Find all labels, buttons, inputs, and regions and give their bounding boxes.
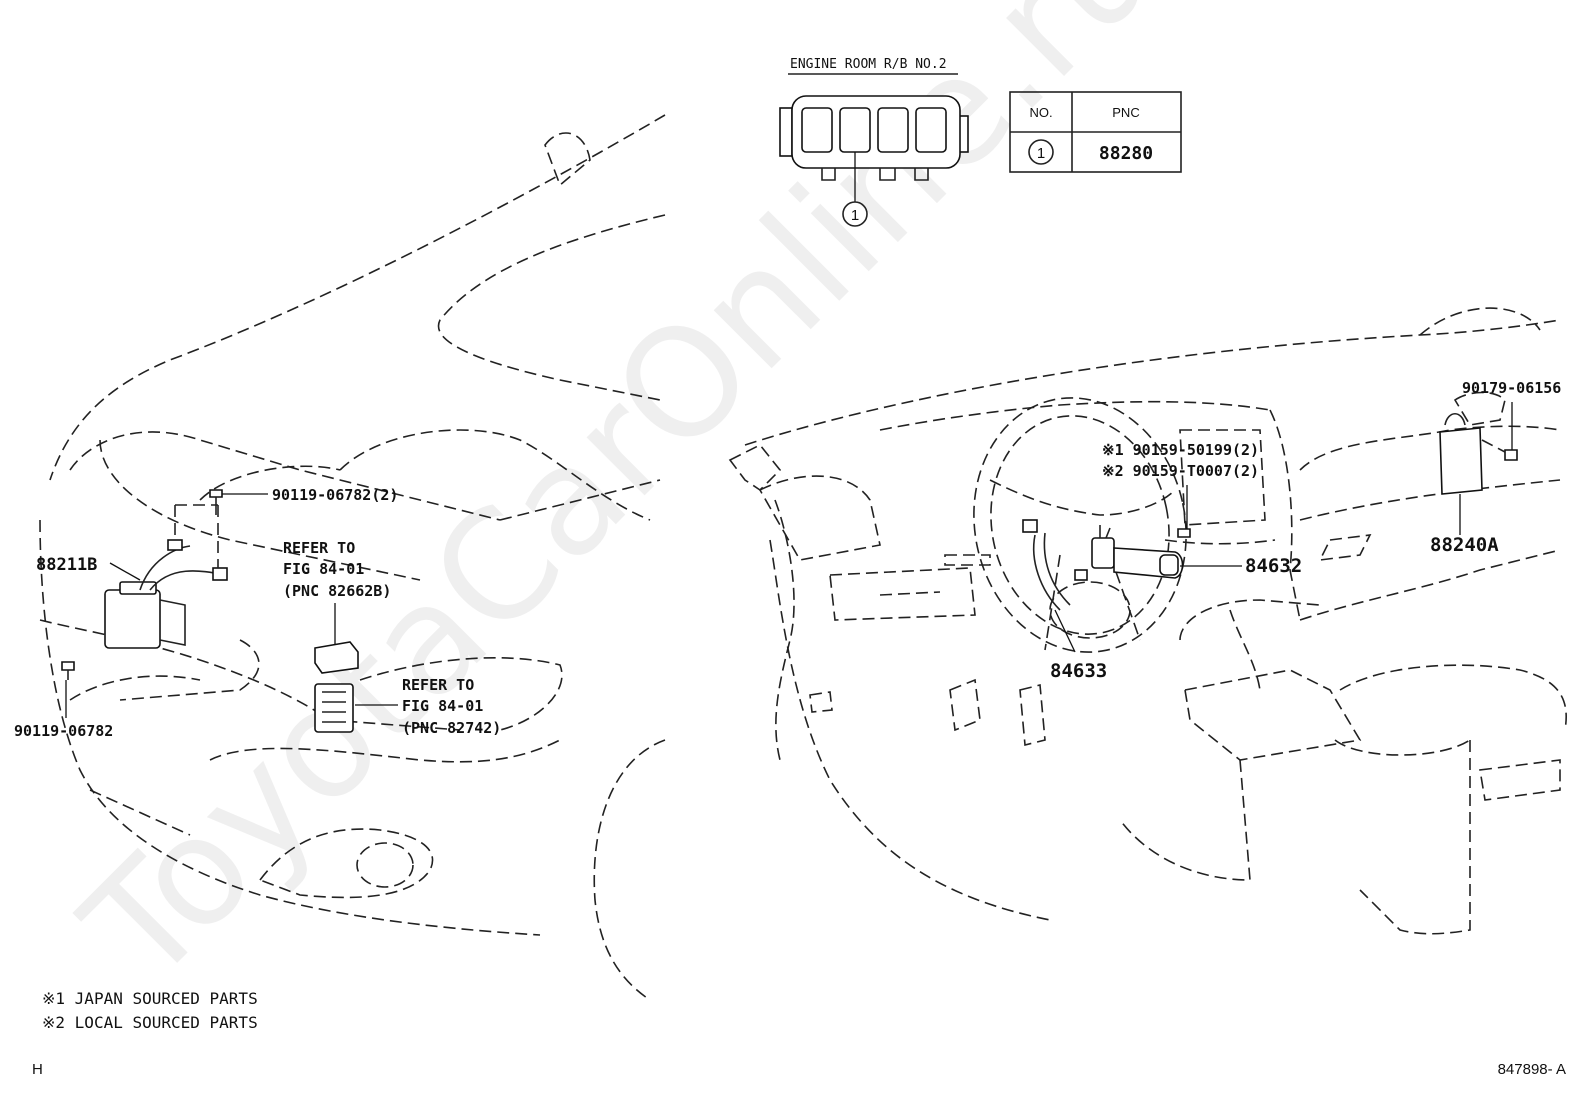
label-84633: 84633	[1050, 660, 1107, 682]
pnc-table-row-no: 1	[1037, 145, 1045, 162]
relay-block-title: ENGINE ROOM R/B NO.2	[790, 57, 947, 72]
refer2-line2: FIG 84-01	[402, 697, 483, 715]
relay-block-inset: ENGINE ROOM R/B NO.2 1	[779, 57, 969, 227]
label-88211b: 88211B	[36, 555, 97, 575]
dashboard-outline	[728, 307, 1567, 935]
footnote-japan: ※1 JAPAN SOURCED PARTS	[42, 989, 258, 1008]
refer1-line3: (PNC 82662B)	[283, 582, 391, 600]
corner-letter: H	[32, 1061, 43, 1078]
refer2-line1: REFER TO	[402, 676, 474, 694]
refer1-line2: FIG 84-01	[283, 560, 364, 578]
steering-angle-sensor-84633[interactable]	[1022, 519, 1088, 611]
label-88240a: 88240A	[1430, 534, 1499, 556]
label-screw-japan: ※1 90159-50199(2)	[1102, 441, 1259, 459]
yaw-rate-switch-84632[interactable]	[1091, 525, 1184, 579]
control-unit-88211b[interactable]	[104, 504, 228, 649]
nut-88240a[interactable]	[1481, 439, 1518, 461]
front-car-outline	[39, 114, 666, 1001]
label-screw-local: ※2 90159-T0007(2)	[1102, 462, 1259, 480]
label-bolt-top: 90119-06782(2)	[272, 486, 398, 504]
pnc-table-row-pnc: 88280	[1099, 143, 1153, 164]
ecu-88240a[interactable]	[1439, 412, 1483, 495]
fuse-block-82742[interactable]	[314, 683, 354, 733]
relay-position-callout: 1	[851, 207, 859, 224]
refer1-line1: REFER TO	[283, 539, 355, 557]
steering-wheel	[944, 397, 1187, 653]
watermark: ToyotaCarOnline.ru	[52, 0, 1191, 1016]
pnc-table-header-pnc: PNC	[1112, 105, 1139, 120]
pnc-table: NO. PNC 1 88280	[1009, 91, 1182, 173]
bolt-top[interactable]	[209, 489, 223, 515]
fuse-cover-82662b[interactable]	[314, 641, 359, 674]
label-bolt-bottom: 90119-06782	[14, 722, 113, 740]
label-nut: 90179-06156	[1462, 379, 1561, 397]
pnc-table-header-no: NO.	[1029, 105, 1052, 120]
bolt-bottom[interactable]	[61, 661, 75, 680]
refer2-line3: (PNC 82742)	[402, 719, 501, 737]
figure-id: 847898- A	[1498, 1061, 1566, 1078]
label-84632: 84632	[1245, 555, 1302, 577]
footnote-local: ※2 LOCAL SOURCED PARTS	[42, 1013, 258, 1032]
screw-84632[interactable]	[1177, 528, 1191, 538]
